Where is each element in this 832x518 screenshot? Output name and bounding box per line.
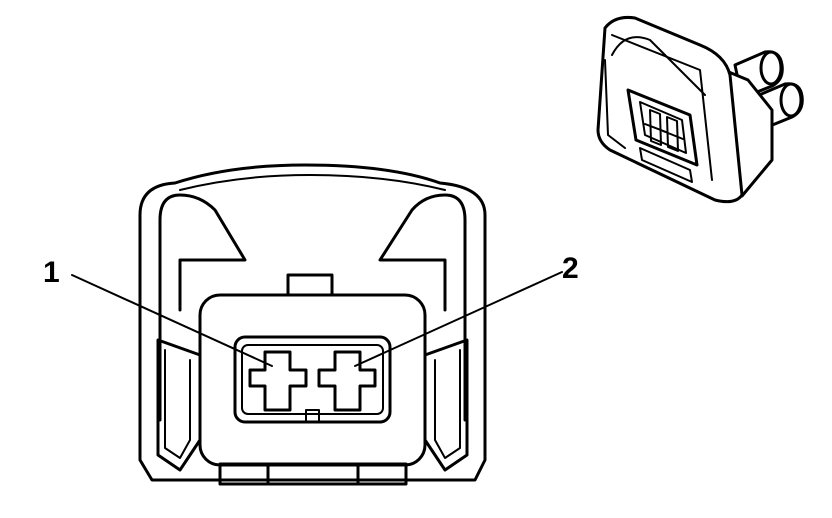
inset-terminal-2 (662, 116, 684, 152)
left-side-rib (156, 338, 202, 472)
bottom-tab-right (356, 462, 408, 486)
housing-outline (138, 163, 487, 482)
rear-cylinder-upper-end (759, 50, 783, 86)
terminal-1 (248, 350, 308, 412)
right-latch (378, 193, 467, 422)
callout-label-1: 1 (43, 256, 60, 289)
terminal-cavity (233, 335, 392, 424)
left-side-rib-inner (164, 349, 191, 459)
right-side-rib (423, 338, 469, 472)
terminal-cavity-inner (241, 344, 384, 415)
inset-cavity (639, 101, 687, 154)
inset-top-latch (611, 36, 706, 96)
inset-left-rib (604, 59, 626, 149)
terminal-2 (317, 350, 377, 412)
callout-label-2: 2 (562, 252, 579, 285)
inset-front-ridge (611, 34, 713, 181)
right-side-rib-inner (434, 349, 461, 459)
cavity-notch (305, 409, 320, 423)
leader-2 (354, 271, 563, 367)
connector-isometric-inset (596, 16, 804, 204)
rear-cylinder-lower-end (779, 82, 803, 118)
leader-1 (71, 274, 273, 367)
left-latch (158, 193, 247, 422)
callout-leaders (71, 271, 563, 367)
inset-bottom-tabs (639, 147, 693, 183)
connector-face-view (138, 163, 487, 486)
housing-top-ridge (179, 174, 446, 191)
inset-plug (626, 88, 699, 167)
